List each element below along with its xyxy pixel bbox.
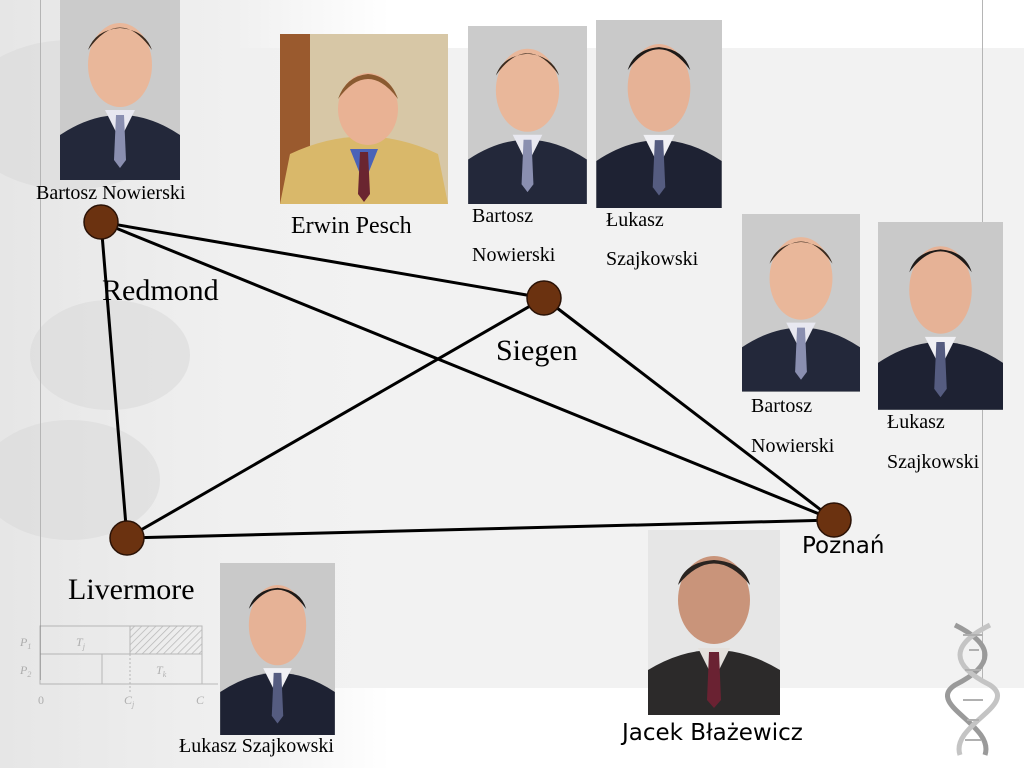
- name-bartosz-poznan-first: Bartosz: [751, 395, 812, 418]
- name-lukasz-livermore: Łukasz Szajkowski: [179, 735, 334, 758]
- node-label-siegen: Siegen: [496, 334, 578, 368]
- name-bartosz-redmond: Bartosz Nowierski: [36, 182, 185, 205]
- svg-text:Tj: Tj: [76, 635, 86, 651]
- name-lukasz-poznan-last: Szajkowski: [887, 451, 979, 474]
- node-livermore: [110, 521, 144, 555]
- name-lukasz-siegen-first: Łukasz: [606, 209, 664, 232]
- gantt-ck: C: [196, 693, 205, 707]
- name-lukasz-poznan-first: Łukasz: [887, 411, 945, 434]
- name-bartosz-siegen-first: Bartosz: [472, 205, 533, 228]
- node-siegen: [527, 281, 561, 315]
- svg-text:Cj: Cj: [124, 693, 135, 709]
- photo-erwin-pesch: [280, 34, 448, 204]
- photo-bartosz-siegen: [468, 26, 587, 204]
- node-label-poznan: Poznań: [802, 533, 884, 559]
- node-redmond: [84, 205, 118, 239]
- name-bartosz-siegen-last: Nowierski: [472, 244, 555, 267]
- photo-lukasz-siegen: [596, 20, 722, 208]
- photo-lukasz-poznan: [878, 222, 1003, 410]
- node-label-livermore: Livermore: [68, 573, 195, 607]
- name-bartosz-poznan-last: Nowierski: [751, 435, 834, 458]
- gantt-zero: 0: [38, 693, 44, 707]
- gantt-chart-decoration: P1 P2 Tj Tk 0 Cj C: [18, 622, 218, 712]
- edge-redmond-poznan: [101, 222, 834, 520]
- photo-bartosz-redmond: [60, 0, 180, 180]
- name-jacek-blazewicz: Jacek Błażewicz: [622, 720, 803, 746]
- node-poznan: [817, 503, 851, 537]
- name-lukasz-siegen-last: Szajkowski: [606, 248, 698, 271]
- photo-jacek-blazewicz: [648, 530, 780, 715]
- name-erwin-pesch: Erwin Pesch: [291, 213, 412, 240]
- photo-bartosz-poznan: [742, 214, 860, 392]
- svg-text:P2: P2: [19, 663, 31, 679]
- edge-siegen-livermore: [127, 298, 544, 538]
- svg-text:Tk: Tk: [156, 663, 167, 679]
- dna-helix-icon: [945, 620, 1005, 760]
- edge-redmond-livermore: [101, 222, 127, 538]
- node-label-redmond: Redmond: [102, 274, 219, 308]
- svg-text:P1: P1: [19, 635, 31, 651]
- photo-lukasz-livermore: [220, 563, 335, 735]
